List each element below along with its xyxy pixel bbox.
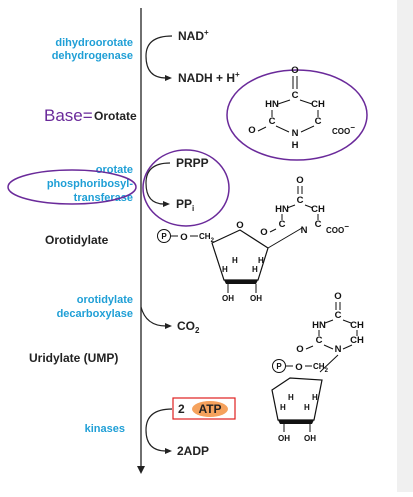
phosphate-circle bbox=[157, 229, 171, 243]
ob-ch: CH bbox=[311, 204, 325, 215]
ob-coo: COO− bbox=[326, 222, 349, 235]
ob-c-right: C bbox=[315, 219, 322, 230]
u-atom-o-link: O bbox=[295, 362, 302, 373]
ump-structure: O C HN CH C CH N O P O CH2 H H H H OH OH bbox=[271, 291, 364, 443]
co2-label: CO2 bbox=[177, 319, 200, 335]
ribose-h1: H bbox=[222, 265, 228, 274]
ribose-ring bbox=[211, 229, 269, 281]
ppi-label: PPi bbox=[176, 197, 194, 213]
atom-n: N bbox=[292, 128, 299, 139]
atom-o-link: O bbox=[180, 232, 187, 243]
co2-release-arrow bbox=[140, 306, 167, 327]
ribose-o: O bbox=[236, 220, 243, 231]
bond-co-double bbox=[292, 76, 298, 89]
atom-o-left: O bbox=[248, 125, 255, 136]
nad-label: NAD+ bbox=[178, 28, 209, 43]
u-ribose-h1: H bbox=[280, 403, 286, 412]
enzyme-dhodh-line2: dehydrogenase bbox=[52, 50, 133, 62]
atom-coo: COO− bbox=[332, 123, 355, 136]
ppi-arrowhead bbox=[163, 201, 170, 207]
u-atom-ch2: CH2 bbox=[313, 362, 329, 374]
atom-c-right: C bbox=[315, 116, 322, 127]
atom-ch2: CH2 bbox=[199, 232, 215, 244]
atom-o-top: O bbox=[291, 65, 298, 76]
orotidylate-structure: P O CH2 O H H H H OH OH O C HN CH C C N … bbox=[157, 175, 349, 303]
orotidylate-label: Orotidylate bbox=[45, 233, 109, 247]
ring-bonds bbox=[257, 99, 319, 133]
adp-label: 2ADP bbox=[177, 444, 209, 458]
phosphate-p: P bbox=[161, 232, 167, 241]
atp-badge bbox=[192, 401, 228, 417]
u-ring-bonds bbox=[305, 302, 358, 373]
oprt-highlight-ellipse bbox=[7, 169, 137, 205]
atom-c-left: C bbox=[269, 116, 276, 127]
prpp-label: PRPP bbox=[176, 156, 209, 170]
enzyme-odc-line1: orotidylate bbox=[77, 294, 133, 306]
u-ribose-h2: H bbox=[304, 403, 310, 412]
atp-label: ATP bbox=[198, 402, 221, 416]
u-ch1: CH bbox=[350, 320, 364, 331]
ob-o-top: O bbox=[296, 175, 303, 186]
ob-n: N bbox=[301, 225, 308, 236]
u-ribose-bold-edge bbox=[278, 420, 314, 424]
u-c-left: C bbox=[316, 335, 323, 346]
atp-cofactor-arrow bbox=[145, 408, 173, 452]
u-c: C bbox=[335, 310, 342, 321]
u-ribose-h4: H bbox=[312, 393, 318, 402]
adp-arrowhead bbox=[165, 448, 172, 454]
main-pathway-arrowhead bbox=[137, 466, 145, 474]
ob-o-left: O bbox=[260, 227, 267, 238]
ribose-h2: H bbox=[252, 265, 258, 274]
ribose-bold-edge bbox=[224, 280, 258, 284]
atp-count: 2 bbox=[178, 402, 185, 416]
orotate-label: Orotate bbox=[94, 109, 137, 123]
u-ribose-ring bbox=[271, 377, 323, 421]
ribose-h4: H bbox=[258, 256, 264, 265]
ob-hn: HN bbox=[275, 204, 289, 215]
enzyme-kinases: kinases bbox=[85, 423, 125, 435]
ribose-oh1: OH bbox=[222, 294, 234, 303]
ob-c-left: C bbox=[279, 219, 286, 230]
u-ribose-oh2: OH bbox=[304, 434, 316, 443]
atom-h: H bbox=[292, 140, 299, 151]
enzyme-odc-line2: decarboxylase bbox=[57, 308, 133, 320]
enzyme-oprt-line3: transferase bbox=[74, 192, 133, 204]
ump-label: Uridylate (UMP) bbox=[29, 351, 118, 365]
atom-ch: CH bbox=[311, 99, 325, 110]
u-o-top: O bbox=[334, 291, 341, 302]
u-ribose-oh1: OH bbox=[278, 434, 290, 443]
u-ch2: CH bbox=[350, 335, 364, 346]
atp-highlight-box bbox=[172, 397, 236, 420]
nad-cofactor-arrow bbox=[145, 35, 173, 79]
ribose-h3: H bbox=[232, 256, 238, 265]
u-phosphate-p: P bbox=[276, 362, 282, 371]
nad-arrowhead bbox=[165, 75, 172, 81]
u-phosphate-circle bbox=[272, 359, 286, 373]
u-ribose-h3: H bbox=[288, 393, 294, 402]
bond-n-glycosidic bbox=[267, 227, 303, 249]
u-o-left: O bbox=[296, 344, 303, 355]
prpp-cofactor-arrow bbox=[145, 162, 171, 205]
co2-arrowhead bbox=[165, 323, 172, 329]
u-hn: HN bbox=[312, 320, 326, 331]
base-label: Base= bbox=[44, 106, 93, 125]
ob-ring-bonds bbox=[269, 186, 319, 233]
prpp-highlight-ellipse bbox=[142, 149, 230, 227]
enzyme-oprt-line2: phosphoribosyl- bbox=[47, 178, 134, 190]
nadh-label: NADH + H+ bbox=[178, 70, 240, 85]
atom-c: C bbox=[292, 90, 299, 101]
ob-c: C bbox=[297, 195, 304, 206]
orotate-highlight-ellipse bbox=[226, 69, 368, 161]
ribose-oh2: OH bbox=[250, 294, 262, 303]
orotate-structure: O C HN CH C C N H O COO− bbox=[248, 65, 355, 151]
pathway-svg: dihydroorotate dehydrogenase NAD+ NADH +… bbox=[7, 8, 368, 474]
right-edge-panel bbox=[397, 0, 413, 492]
enzyme-dhodh-line1: dihydroorotate bbox=[55, 37, 133, 49]
atom-hn: HN bbox=[265, 99, 279, 110]
u-n: N bbox=[335, 344, 342, 355]
